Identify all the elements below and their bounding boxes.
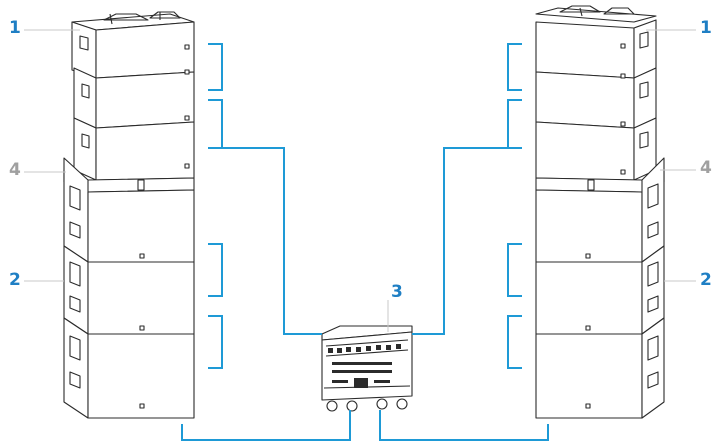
left-line-array-module-top: [72, 22, 194, 78]
right-top-rigging: [536, 6, 656, 22]
left-line-array-module-middle: [74, 68, 194, 128]
callout-4-right: 4: [700, 160, 712, 177]
right-bracket-module-1: [508, 44, 522, 90]
left-line-array-module-bottom: [74, 116, 194, 180]
right-cable-to-rack: [412, 148, 508, 334]
left-bracket-module-2-3: [208, 100, 222, 148]
callout-2-right: 2: [700, 272, 712, 289]
left-bracket-module-1: [208, 44, 222, 90]
right-bracket-module-2-3: [508, 100, 522, 148]
left-speaker-stack: [64, 12, 194, 418]
amplifier-rack: [322, 326, 412, 411]
callout-4-left: 4: [9, 162, 21, 179]
left-bracket-sub-2: [208, 316, 222, 368]
right-line-array-module-top: [536, 20, 656, 78]
left-sub-cable-bottom: [182, 410, 350, 440]
amplifier-rack-casters: [327, 399, 407, 411]
callout-3: 3: [391, 284, 403, 301]
right-sub-cable-bottom: [380, 410, 548, 440]
right-bracket-sub-2: [508, 316, 522, 368]
callout-1-left: 1: [9, 20, 21, 37]
callout-1-right: 1: [700, 20, 712, 37]
right-bracket-sub-1: [508, 244, 522, 296]
left-bracket-sub-1: [208, 244, 222, 296]
right-speaker-stack: [536, 6, 664, 418]
left-cable-to-rack: [222, 148, 322, 334]
right-line-array-module-middle: [536, 68, 656, 128]
right-line-array-module-bottom: [536, 118, 656, 180]
callout-2-left: 2: [9, 272, 21, 289]
